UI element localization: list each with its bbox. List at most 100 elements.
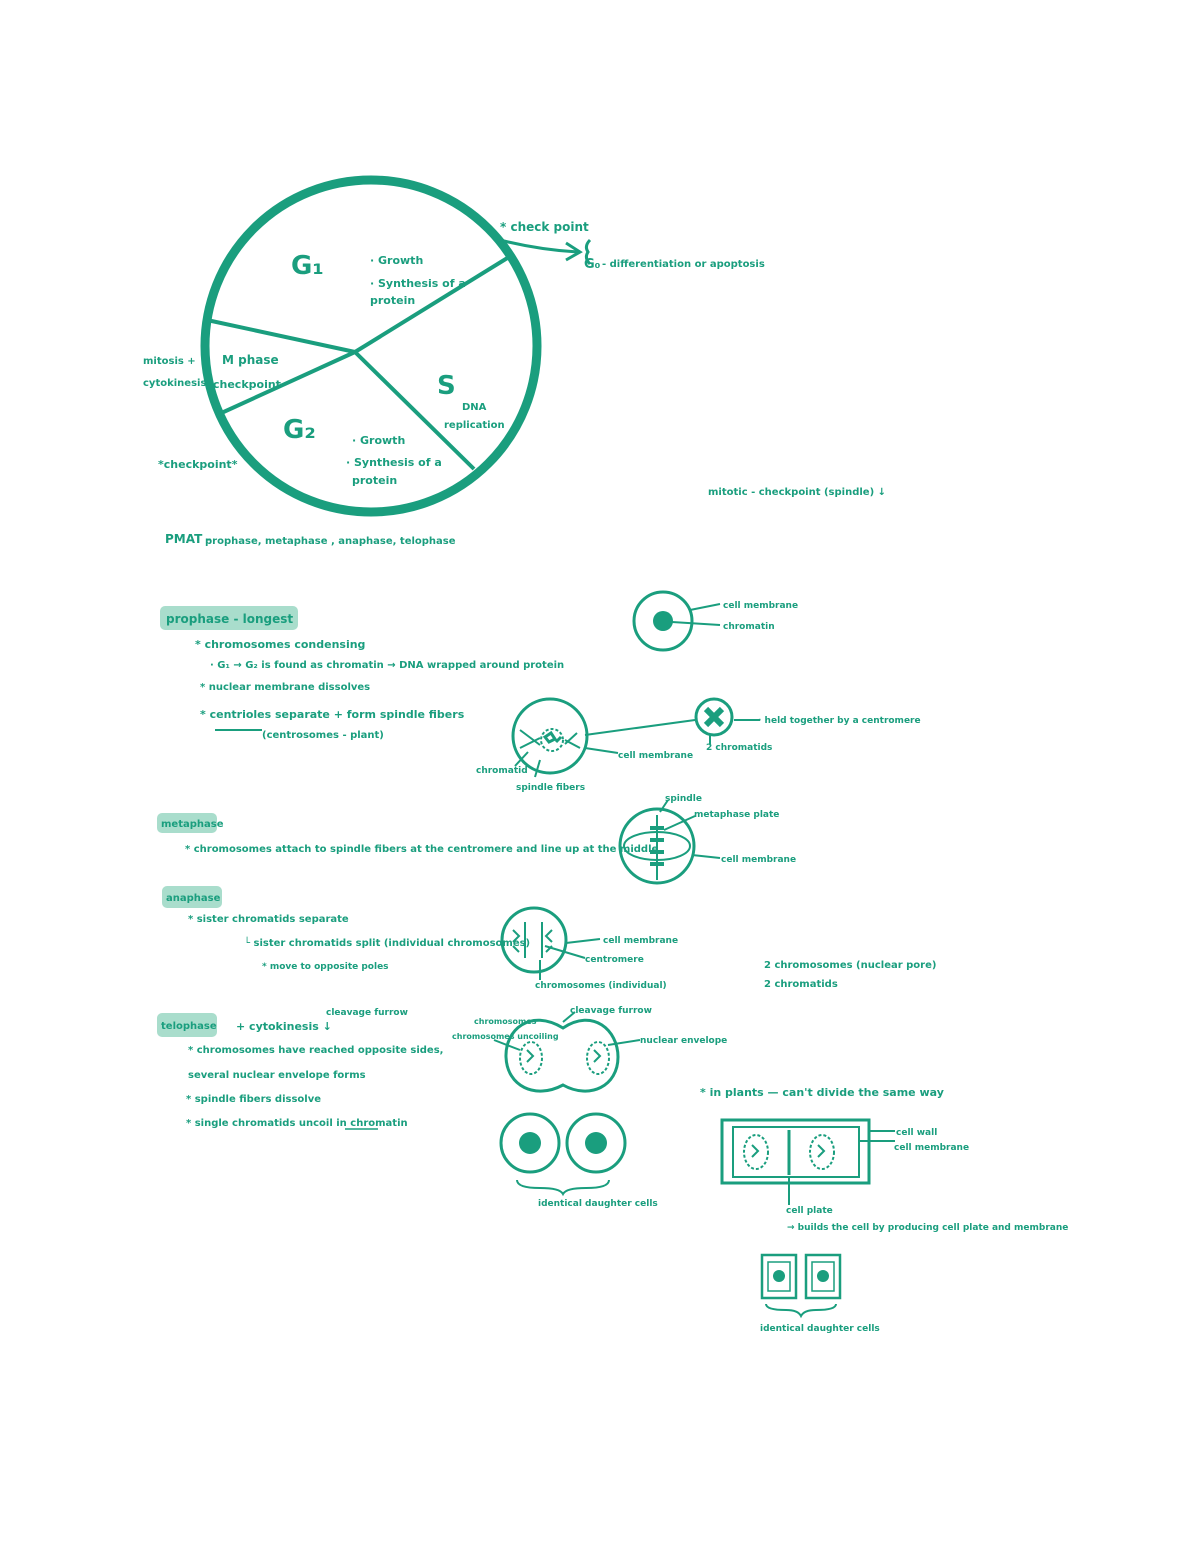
g0-bracket xyxy=(584,238,592,266)
metaphase-cell-outline xyxy=(618,807,696,885)
metaphase-line-1: * chromosomes attach to spindle fibers a… xyxy=(185,844,658,855)
pointer-furrow xyxy=(562,1011,576,1023)
g1-note-1: · Growth xyxy=(370,254,423,267)
cell-cycle-circle xyxy=(200,175,542,517)
daughter-nucleus-left xyxy=(519,1132,541,1154)
anaphase-side-note-2: 2 chromatids xyxy=(764,979,838,990)
anaphase-line-3: * move to opposite poles xyxy=(262,962,389,972)
label-cell-plate: cell plate xyxy=(786,1206,833,1216)
prophase-chromatin xyxy=(542,730,563,744)
plant-daughter-left-wall xyxy=(760,1253,798,1300)
label-chromosomes-uncoiling: chromosomes uncoiling xyxy=(452,1032,559,1041)
m-label: M phase xyxy=(222,353,279,367)
label-chromatid: chromatid xyxy=(476,766,528,776)
pointer-membrane-a xyxy=(565,938,601,944)
prophase-heading: prophase - longest xyxy=(166,612,293,626)
metaphase-heading: metaphase xyxy=(161,819,224,830)
label-plant-cell-membrane: cell membrane xyxy=(894,1143,969,1153)
pointer-envelope xyxy=(607,1039,641,1046)
divider-g1-s xyxy=(353,255,511,354)
pointer-spindle-m xyxy=(659,799,669,813)
checkpoint-top: * check point xyxy=(500,220,589,234)
checkpoint-left: *checkpoint* xyxy=(158,458,238,471)
label-cell-membrane-2: cell membrane xyxy=(618,751,693,761)
plant-daughter-right-wall xyxy=(804,1253,842,1300)
cell-outline xyxy=(632,590,694,652)
plant-cell xyxy=(720,1118,895,1205)
label-nuclear-envelope: nuclear envelope xyxy=(640,1036,727,1046)
daughter-nucleus-right xyxy=(585,1132,607,1154)
telophase-cell xyxy=(493,1011,641,1093)
label-spindle-fibers: spindle fibers xyxy=(516,783,585,793)
prophase-cell xyxy=(511,697,760,778)
g2-note-1: · Growth xyxy=(352,434,405,447)
plant-cell-wall xyxy=(720,1118,871,1185)
pointer-spindle xyxy=(534,759,541,778)
plant-nucleus-left xyxy=(743,1134,769,1170)
anaphase-cell-outline xyxy=(500,906,568,974)
prophase-line-4: * centrioles separate + form spindle fib… xyxy=(200,708,465,721)
label-centromere-note: · held together by a centromere xyxy=(758,716,921,726)
telophase-heading: telophase xyxy=(161,1021,217,1032)
s-note-1: DNA xyxy=(462,402,487,413)
g1-note-3: protein xyxy=(370,294,415,307)
label-cell-membrane-a: cell membrane xyxy=(603,936,678,946)
plant-daughter-label: identical daughter cells xyxy=(760,1324,880,1334)
pointer-to-zoom xyxy=(584,719,696,736)
anaphase-cell xyxy=(500,906,601,980)
label-chromatin: chromatin xyxy=(723,622,775,632)
prophase-line-5: (centrosomes - plant) xyxy=(262,730,384,741)
telophase-highlight xyxy=(157,1013,217,1037)
label-cell-membrane: cell membrane xyxy=(723,601,798,611)
g2-label: G₂ xyxy=(283,415,316,445)
plant-chromatin xyxy=(751,1144,826,1158)
mitosis-label-2: cytokinesis xyxy=(143,378,206,389)
daughter-cell-right xyxy=(565,1112,627,1174)
pmat-abbr: PMAT - xyxy=(165,532,211,546)
plants-title: * in plants — can't divide the same way xyxy=(700,1086,944,1099)
pointer-uncoiling xyxy=(493,1039,521,1051)
telophase-line-4: * single chromatids uncoil in chromatin xyxy=(186,1118,408,1129)
mitosis-label-1: mitosis + xyxy=(143,356,196,367)
prophase-highlight xyxy=(160,606,298,630)
daughter-cells xyxy=(499,1112,627,1197)
label-cell-wall: cell wall xyxy=(896,1128,937,1138)
nucleus xyxy=(653,611,673,631)
divider-s-g2 xyxy=(353,350,476,471)
plate-note: → builds the cell by producing cell plat… xyxy=(787,1223,1068,1233)
telophase-nucleus-left xyxy=(519,1041,543,1075)
g0-arrow-head xyxy=(565,241,583,262)
interphase-cell xyxy=(632,590,721,652)
prophase-line-1: * chromosomes condensing xyxy=(195,638,365,651)
prophase-nucleus xyxy=(540,728,564,752)
pointer-chromatin xyxy=(671,621,721,626)
g0-label: G₀ xyxy=(584,257,601,272)
prophase-fibers xyxy=(519,729,581,749)
s-note-2: replication xyxy=(444,420,505,431)
daughter-brace xyxy=(516,1179,610,1197)
pointer-membrane2 xyxy=(584,747,619,754)
label-cleavage-furrow: cleavage furrow xyxy=(570,1006,652,1016)
m-sub: checkpoint xyxy=(213,378,281,391)
metaphase-highlight xyxy=(157,813,217,833)
telophase-chromatin xyxy=(526,1049,602,1063)
label-chromosomes-uncoiling-1: chromosomes xyxy=(474,1017,537,1026)
label-2-chromatids: 2 chromatids xyxy=(706,743,772,753)
plant-nucleus-right xyxy=(809,1134,835,1170)
telophase-extra-sup: cleavage furrow xyxy=(326,1008,408,1018)
anaphase-highlight xyxy=(162,886,222,908)
telophase-line-2: several nuclear envelope forms xyxy=(188,1070,366,1081)
g0-arrow xyxy=(499,238,579,254)
pointer-chromatid xyxy=(514,751,529,767)
anaphase-line-1: * sister chromatids separate xyxy=(188,914,349,925)
plant-cell-membrane xyxy=(732,1126,860,1178)
label-spindle: spindle xyxy=(665,794,702,804)
zoom-circle xyxy=(694,697,734,737)
daughter-cell-left xyxy=(499,1112,561,1174)
pointer-plate-m xyxy=(663,815,696,831)
label-metaphase-plate: metaphase plate xyxy=(694,810,779,820)
metaphase-cell xyxy=(618,799,721,885)
prophase-line-2: · G₁ → G₂ is found as chromatin → DNA wr… xyxy=(210,660,564,671)
s-label: S xyxy=(437,371,456,401)
